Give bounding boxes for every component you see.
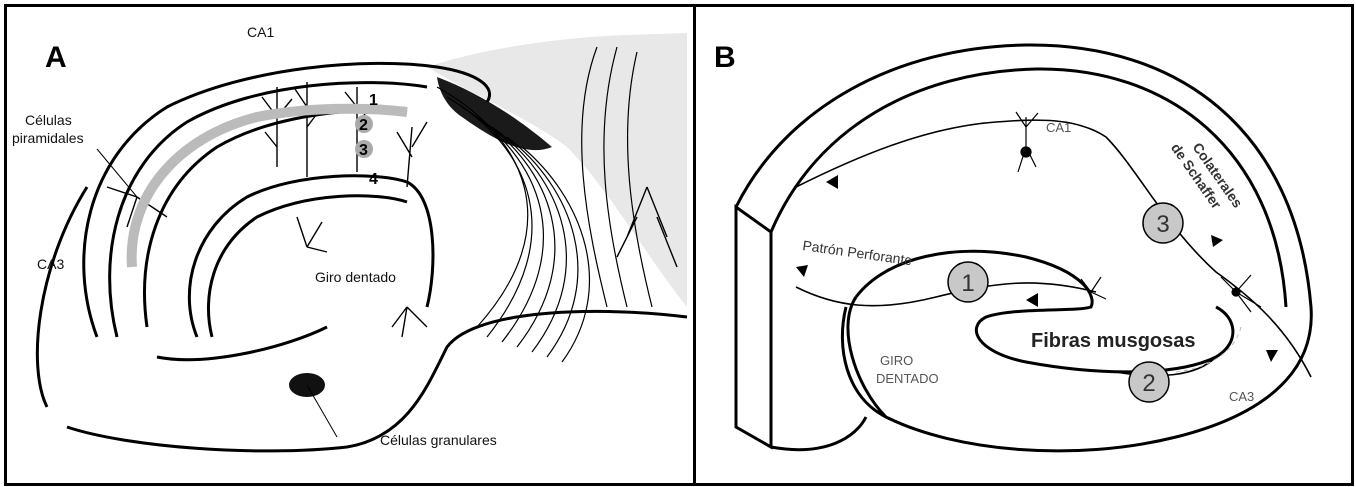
arrow-icon bbox=[796, 265, 808, 277]
layer-number-1: 1 bbox=[369, 92, 378, 109]
label-celulas-piramidales-2: piramidales bbox=[12, 130, 84, 146]
label-fibras-musgosas: Fibras musgosas bbox=[1031, 330, 1196, 352]
label-giro-dentado-a: Giro dentado bbox=[315, 269, 396, 285]
arrow-icon bbox=[826, 175, 838, 189]
label-giro-1: GIRO bbox=[880, 353, 913, 368]
circled-number-3: 3 bbox=[1143, 203, 1183, 243]
granular-cell-cluster bbox=[289, 373, 337, 437]
circled-number-3-text: 3 bbox=[1156, 211, 1169, 238]
neuron-sketches bbox=[1016, 112, 1261, 312]
circled-number-1-text: 1 bbox=[961, 270, 974, 297]
label-celulas-granulares: Células granulares bbox=[380, 432, 497, 448]
label-giro-2: DENTADO bbox=[876, 371, 939, 386]
layer-number-4: 4 bbox=[369, 171, 378, 188]
panel-b-drawing: 1 2 3 B CA1 Colaterales de Schaffer Patr… bbox=[696, 7, 1354, 483]
neuron-soma-ca1 bbox=[1021, 147, 1031, 157]
arrow-icon bbox=[1026, 293, 1038, 307]
label-patron-perforante: Patrón Perforante bbox=[802, 237, 914, 268]
label-ca3-b: CA3 bbox=[1229, 389, 1254, 404]
svg-text:Patrón Perforante: Patrón Perforante bbox=[802, 237, 914, 268]
circled-number-2-text: 2 bbox=[1142, 370, 1155, 397]
layer-number-2: 2 bbox=[359, 117, 368, 134]
label-ca3-a: CA3 bbox=[37, 256, 64, 272]
label-colaterales: Colaterales de Schaffer bbox=[1168, 130, 1246, 221]
perforant-pathway bbox=[796, 283, 1096, 306]
label-ca1-b: CA1 bbox=[1046, 120, 1071, 135]
circled-number-1: 1 bbox=[948, 262, 988, 302]
figure-frame: A CA1 Células piramidales CA3 Giro denta… bbox=[4, 4, 1354, 486]
label-ca1-a: CA1 bbox=[247, 24, 274, 40]
neuron-soma-ca3 bbox=[1232, 288, 1240, 296]
panel-b-letter: B bbox=[714, 41, 736, 74]
label-celulas-piramidales-1: Células bbox=[25, 112, 72, 128]
layer-number-3: 3 bbox=[359, 142, 368, 159]
panel-a-drawing: A CA1 Células piramidales CA3 Giro denta… bbox=[7, 7, 693, 483]
panel-a-letter: A bbox=[45, 41, 67, 74]
arrow-icon bbox=[1266, 350, 1278, 362]
circled-number-2: 2 bbox=[1129, 362, 1169, 402]
arrow-icon bbox=[1211, 235, 1223, 247]
